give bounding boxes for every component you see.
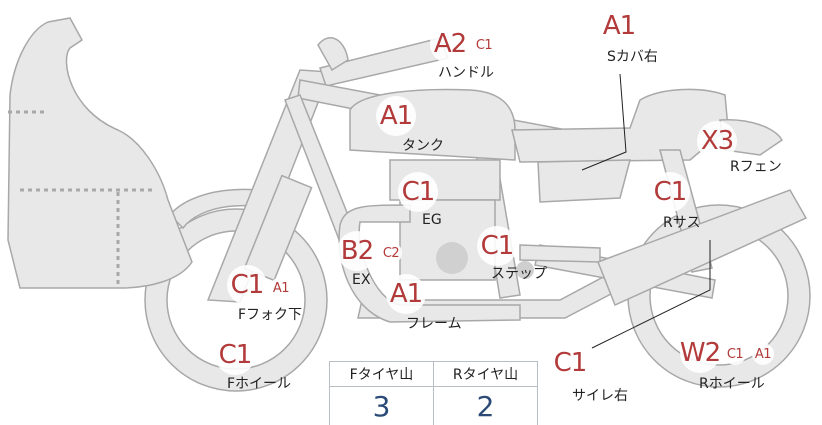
side-cover-shape bbox=[537, 159, 631, 203]
handle-grade-badge: A2 bbox=[430, 24, 470, 64]
step-label: ステップ bbox=[491, 266, 547, 282]
tank-label: タンク bbox=[402, 138, 444, 154]
rear-tire-header: Rタイヤ山 bbox=[433, 361, 538, 387]
silencer-grade-badge: C1 bbox=[550, 343, 590, 383]
tire-tread-table: Fタイヤ山 Rタイヤ山 3 2 bbox=[329, 361, 538, 425]
front-tire-value: 3 bbox=[329, 386, 434, 425]
front-fork-sub-grade-badge: A1 bbox=[270, 277, 292, 299]
handle-label: ハンドル bbox=[438, 65, 494, 81]
front-fork-label: Fフォク下 bbox=[238, 307, 303, 323]
rear-wheel-sub-grade-badge-1: C1 bbox=[724, 343, 746, 365]
rear-fender-grade-badge: X3 bbox=[697, 121, 737, 161]
front-wheel-shape bbox=[145, 209, 327, 391]
rear-wheel-label: Rホイール bbox=[699, 376, 765, 392]
front-wheel-grade-badge: C1 bbox=[215, 335, 255, 375]
rear-wheel-sub-grade-badge-2: A1 bbox=[752, 343, 774, 365]
front-tire-header: Fタイヤ山 bbox=[329, 361, 434, 387]
rear-tire-value: 2 bbox=[433, 386, 538, 425]
rear-wheel-grade-badge: W2 bbox=[680, 333, 721, 373]
step-grade-badge: C1 bbox=[477, 226, 517, 266]
frame-label: フレーム bbox=[406, 316, 462, 332]
rear-suspension-grade-badge: C1 bbox=[650, 172, 690, 212]
handle-sub-grade-badge: C1 bbox=[473, 34, 495, 56]
engine-label: EG bbox=[422, 212, 442, 228]
exhaust-sub-grade-badge: C2 bbox=[380, 242, 402, 264]
rear-suspension-label: Rサス bbox=[663, 215, 701, 231]
exhaust-grade-badge: B2 bbox=[337, 231, 377, 271]
fairing-shape bbox=[7, 17, 193, 289]
engine-grade-badge: C1 bbox=[398, 172, 438, 212]
side-cover-label: Sカバ右 bbox=[607, 49, 658, 65]
exhaust-shape bbox=[338, 204, 521, 323]
rear-fender-label: Rフェン bbox=[730, 159, 782, 175]
tank-grade-badge: A1 bbox=[376, 96, 416, 136]
frame-grade-badge: A1 bbox=[386, 274, 426, 314]
exhaust-label: EX bbox=[352, 272, 371, 288]
front-wheel-label: Fホイール bbox=[227, 376, 292, 392]
side-cover-grade-badge: A1 bbox=[599, 6, 639, 46]
silencer-shape bbox=[597, 189, 808, 307]
silencer-label: サイレ右 bbox=[572, 388, 628, 404]
step-shape bbox=[519, 244, 601, 263]
front-fork-grade-badge: C1 bbox=[227, 265, 267, 305]
